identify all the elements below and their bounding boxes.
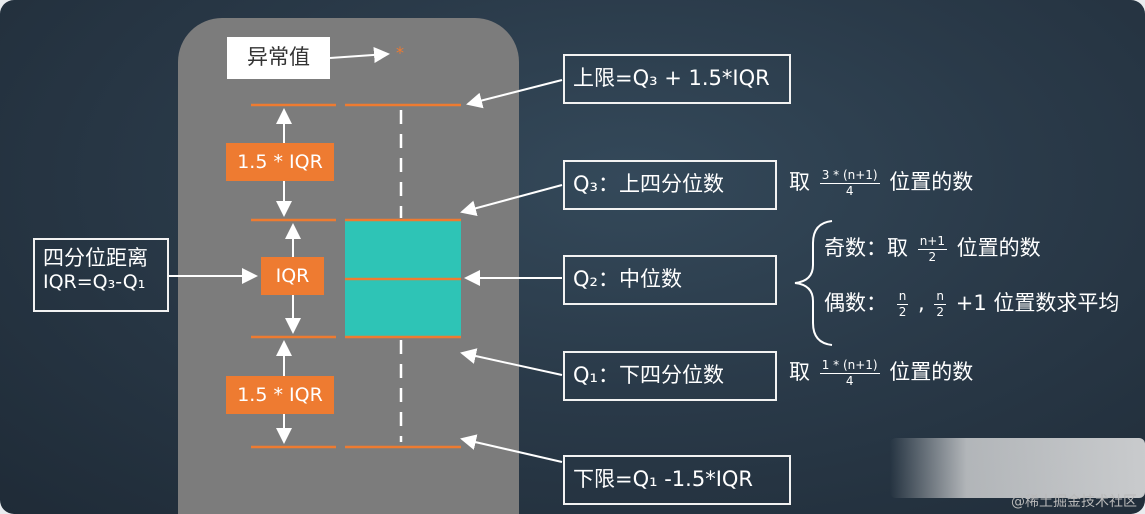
- q3-position-formula: 取 3 * (n+1) 4 位置的数: [789, 166, 973, 199]
- outlier-label: 异常值: [227, 37, 330, 79]
- upper-limit-arrow: [466, 79, 563, 109]
- even-formula-suffix: +1 位置数求平均: [955, 291, 1120, 315]
- q1-position-formula: 取 1 * (n+1) 4 位置的数: [789, 356, 973, 389]
- even-formula-prefix: 偶数：: [824, 291, 887, 315]
- iqr-definition-title: 四分位距离: [43, 246, 148, 270]
- blurred-overlay: [890, 438, 1145, 498]
- even-fraction-2-denominator: 2: [936, 304, 945, 319]
- q2-box: Q₂：中位数: [563, 255, 777, 305]
- q3-text: Q₃：上四分位数: [573, 172, 724, 197]
- odd-fraction-numerator: n+1: [917, 233, 947, 250]
- q3-arrow: [460, 184, 563, 217]
- upper-span-label-text: 1.5 * IQR: [237, 151, 323, 173]
- q3-fraction-denominator: 4: [845, 183, 854, 198]
- lower-limit-box: 下限=Q₁ -1.5*IQR: [563, 455, 791, 505]
- iqr-center-label: IQR: [261, 257, 324, 295]
- q1-arrow: [460, 348, 563, 376]
- upper-span-label: 1.5 * IQR: [226, 143, 334, 181]
- q3-box: Q₃：上四分位数: [563, 160, 777, 210]
- q1-fraction: 1 * (n+1) 4: [819, 357, 880, 389]
- lower-span-label: 1.5 * IQR: [226, 376, 334, 414]
- outlier-label-text: 异常值: [247, 45, 310, 70]
- iqr-center-label-text: IQR: [275, 265, 310, 287]
- q1-formula-suffix: 位置的数: [889, 360, 974, 384]
- watermark: @稀土掘金技术社区: [1011, 494, 1137, 510]
- odd-formula-suffix: 位置的数: [956, 236, 1041, 260]
- iqr-definition-formula: IQR=Q₃-Q₁: [43, 271, 146, 294]
- q3-fraction-numerator: 3 * (n+1): [819, 167, 880, 184]
- q2-text: Q₂：中位数: [573, 267, 682, 292]
- odd-formula: 奇数：取 n+1 2 位置的数: [824, 232, 1041, 265]
- even-fraction-1-denominator: 2: [898, 304, 907, 319]
- q1-box: Q₁：下四分位数: [563, 351, 777, 401]
- upper-limit-text: 上限=Q₃ + 1.5*IQR: [573, 66, 770, 91]
- lower-limit-text: 下限=Q₁ -1.5*IQR: [573, 467, 754, 492]
- outlier-arrow: [329, 46, 390, 63]
- even-fraction-1-numerator: n: [896, 288, 909, 305]
- iqr-definition-box: 四分位距离 IQR=Q₃-Q₁: [33, 238, 169, 312]
- even-fraction-1: n 2: [896, 288, 909, 320]
- upper-limit-box: 上限=Q₃ + 1.5*IQR: [563, 54, 791, 104]
- odd-formula-prefix: 奇数：取: [824, 236, 908, 260]
- parity-brace: [794, 220, 833, 346]
- q3-formula-prefix: 取: [789, 170, 810, 194]
- even-fraction-2-numerator: n: [934, 288, 947, 305]
- odd-fraction-denominator: 2: [928, 249, 937, 264]
- q1-formula-prefix: 取: [789, 360, 810, 384]
- even-fraction-2: n 2: [934, 288, 947, 320]
- q3-fraction: 3 * (n+1) 4: [819, 167, 880, 199]
- lower-span-label-text: 1.5 * IQR: [237, 384, 323, 406]
- even-formula: 偶数： n 2 , n 2 +1 位置数求平均: [824, 287, 1119, 320]
- q1-fraction-numerator: 1 * (n+1): [819, 357, 880, 374]
- outlier-point: *: [396, 43, 404, 62]
- even-formula-separator: ,: [918, 291, 925, 315]
- odd-fraction: n+1 2: [917, 233, 947, 265]
- lower-limit-arrow: [460, 434, 563, 463]
- q1-fraction-denominator: 4: [845, 373, 854, 388]
- q1-text: Q₁：下四分位数: [573, 363, 724, 388]
- q3-formula-suffix: 位置的数: [889, 170, 974, 194]
